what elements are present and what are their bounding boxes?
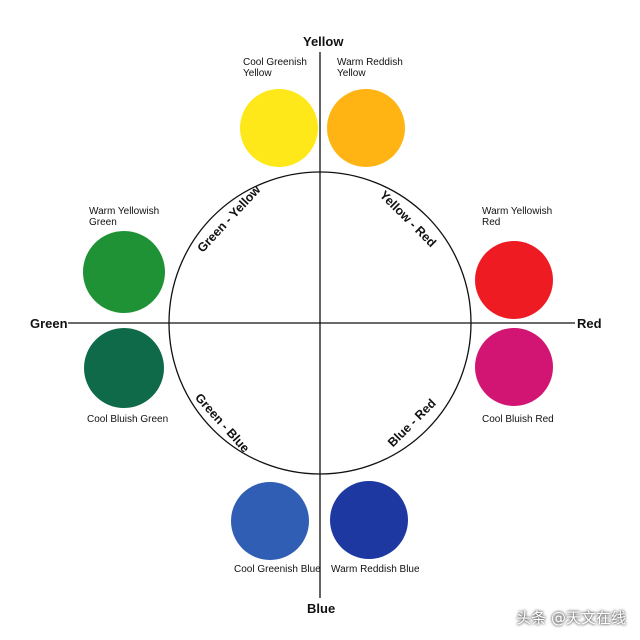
axis-label-red: Red [577, 316, 602, 331]
axis-label-green: Green [30, 316, 68, 331]
swatch-warm-reddish-blue [330, 481, 408, 559]
label-cool-bluish-red: Cool Bluish Red [482, 414, 554, 425]
swatch-warm-yellowish-red [475, 241, 553, 319]
axis-label-yellow: Yellow [303, 34, 344, 49]
swatch-cool-greenish-yellow [240, 89, 318, 167]
label-warm-yellowish-red: Warm Yellowish Red [482, 206, 553, 228]
label-warm-yellowish-green: Warm Yellowish Green [89, 206, 160, 228]
swatch-warm-reddish-yellow [327, 89, 405, 167]
swatch-cool-bluish-red [475, 328, 553, 406]
swatch-warm-yellowish-green [83, 231, 165, 313]
label-cool-bluish-green: Cool Bluish Green [87, 414, 169, 425]
label-cool-greenish-yellow: Cool Greenish Yellow [243, 57, 307, 79]
label-cool-greenish-blue: Cool Greenish Blue [234, 564, 321, 575]
swatch-cool-greenish-blue [231, 482, 309, 560]
label-warm-reddish-yellow: Warm Reddish Yellow [337, 57, 403, 79]
label-warm-reddish-blue: Warm Reddish Blue [331, 564, 420, 575]
wheel-circle [168, 171, 472, 475]
axis-label-blue: Blue [307, 601, 336, 616]
swatch-cool-bluish-green [84, 328, 164, 408]
watermark: 头条 @天文在线 [516, 609, 626, 627]
